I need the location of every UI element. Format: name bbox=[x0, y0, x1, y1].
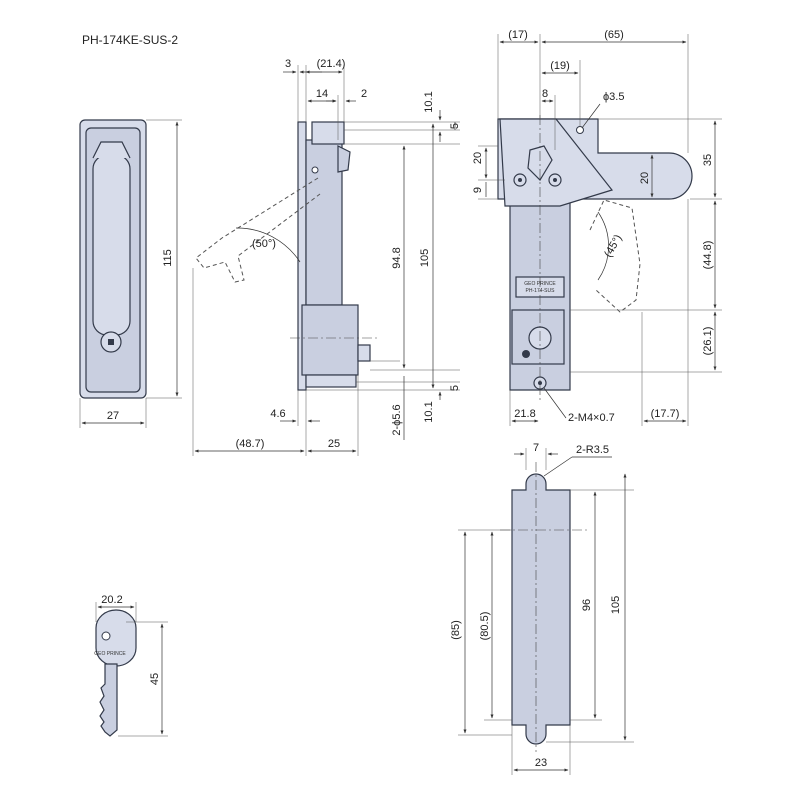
rear-hole bbox=[576, 126, 584, 134]
rear-lock-pin bbox=[522, 350, 530, 358]
rear-nameplate-text-2: PH-174-SUS bbox=[526, 288, 556, 294]
rear-handle-open bbox=[589, 199, 641, 313]
key-brand: GEO PRINCE bbox=[94, 651, 126, 657]
key-dim-height: 45 bbox=[149, 673, 161, 685]
rear-hole-label: ϕ3.5 bbox=[603, 91, 624, 103]
side-body bbox=[305, 139, 343, 306]
side-dim-14: 14 bbox=[316, 88, 328, 100]
side-lock-cam bbox=[357, 344, 371, 362]
rear-dim-8: 8 bbox=[542, 88, 548, 100]
rear-angle-arc bbox=[597, 211, 609, 281]
rear-latch bbox=[527, 145, 553, 181]
side-hole-label: 2-ϕ5.6 bbox=[391, 404, 403, 435]
side-top-lip bbox=[311, 121, 345, 145]
rear-angle-label: (45°) bbox=[602, 233, 624, 260]
part-number-title: PH-174KE-SUS-2 bbox=[82, 33, 179, 47]
rear-dim-44-8: (44.8) bbox=[702, 241, 714, 270]
front-handle bbox=[92, 154, 131, 336]
rear-dim-20-mid: 20 bbox=[639, 172, 651, 184]
side-view: (50°) 3 (21.4) 14 2 4.6 bbox=[192, 58, 461, 456]
plate-radius-label: 2-R3.5 bbox=[576, 444, 609, 456]
rear-dim-26-1: (26.1) bbox=[702, 327, 714, 356]
back-plate-view: 7 2-R3.5 (85) (80.5) 96 105 23 bbox=[450, 442, 634, 775]
rear-dim-19: (19) bbox=[550, 60, 570, 72]
back-plate bbox=[511, 473, 571, 745]
rear-dim-20-left: 20 bbox=[472, 152, 484, 164]
side-dim-48-7: (48.7) bbox=[236, 438, 265, 450]
rear-dim-17: (17) bbox=[508, 29, 528, 41]
handle-top bbox=[92, 141, 131, 159]
plate-dim-105: 105 bbox=[610, 596, 622, 614]
key-dim-width: 20.2 bbox=[101, 594, 122, 606]
side-lock-base bbox=[305, 374, 357, 388]
rear-dim-35: 35 bbox=[702, 154, 714, 166]
key-ring-hole bbox=[101, 631, 111, 641]
front-view: 115 27 bbox=[79, 119, 182, 428]
rear-thread-label: 2-M4×0.7 bbox=[568, 412, 615, 424]
plate-dim-80-5: (80.5) bbox=[479, 612, 491, 641]
side-angle-label: (50°) bbox=[252, 238, 276, 250]
rear-dim-17-7: (17.7) bbox=[651, 408, 680, 420]
keyhole-slot bbox=[108, 339, 114, 345]
rear-dim-21-8: 21.8 bbox=[514, 408, 535, 420]
side-dim-21-4: (21.4) bbox=[317, 58, 346, 70]
rear-view: (45°) GEO PRINCE PH-174-SUS (17) (65) (1… bbox=[472, 29, 722, 426]
key-head bbox=[95, 609, 137, 667]
plate-dim-7: 7 bbox=[533, 442, 539, 454]
plate-dim-96: 96 bbox=[581, 599, 593, 611]
side-dim-10-1-top: 10.1 bbox=[423, 91, 435, 112]
front-height-label: 115 bbox=[162, 249, 174, 267]
rear-nameplate-text-1: GEO PRINCE bbox=[524, 281, 556, 287]
rear-cam bbox=[499, 118, 614, 207]
side-dim-2: 2 bbox=[361, 88, 367, 100]
side-dim-105: 105 bbox=[419, 249, 431, 267]
rear-dim-9: 9 bbox=[472, 187, 484, 193]
side-pivot bbox=[311, 166, 319, 174]
side-dim-5-bot: 5 bbox=[449, 385, 461, 391]
rear-dim-65: (65) bbox=[604, 29, 624, 41]
side-dim-3: 3 bbox=[285, 58, 291, 70]
side-dim-10-1-bot: 10.1 bbox=[423, 401, 435, 422]
side-dim-25: 25 bbox=[328, 438, 340, 450]
plate-dim-23: 23 bbox=[535, 757, 547, 769]
front-width-label: 27 bbox=[107, 410, 119, 422]
side-lock-body bbox=[301, 304, 359, 376]
side-dim-5-top: 5 bbox=[449, 123, 461, 129]
side-dim-4-6: 4.6 bbox=[270, 408, 285, 420]
key-view: GEO PRINCE 20.2 45 bbox=[94, 594, 168, 737]
key-blade bbox=[99, 663, 118, 737]
side-angle-arc bbox=[235, 227, 301, 263]
side-hinge bbox=[337, 145, 351, 173]
side-dim-94-8: 94.8 bbox=[391, 247, 403, 268]
plate-dim-85: (85) bbox=[450, 620, 462, 640]
